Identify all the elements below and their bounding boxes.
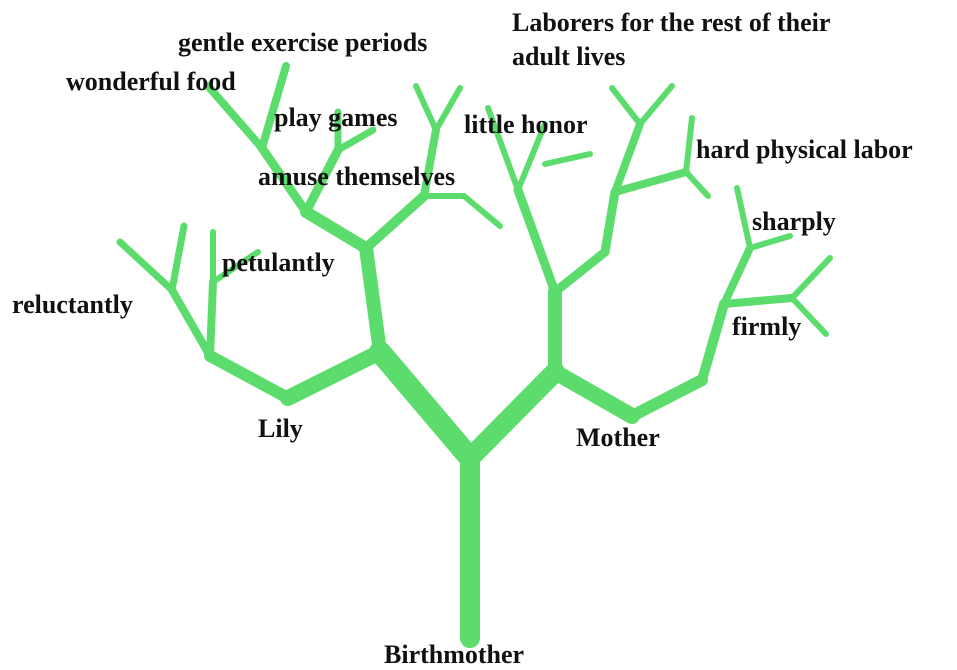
branch-mother-stem [702, 304, 724, 380]
branch-sharply-stem [724, 248, 750, 304]
branch-right-twig-a [416, 86, 436, 130]
branch-laborers-twig-a [612, 88, 640, 124]
label-wonderful-food: wonderful food [66, 67, 236, 97]
label-sharply: sharply [752, 207, 836, 237]
label-lily: Lily [258, 414, 303, 444]
label-play-games: play games [274, 103, 398, 133]
branch-laborers-main [605, 192, 615, 252]
branch-sharply-twig-a [737, 188, 750, 248]
label-little-honor: little honor [464, 110, 588, 140]
branch-amuse-right-stem [366, 196, 424, 248]
branch-honor-twig-c [545, 154, 590, 164]
label-hard-physical-labor: hard physical labor [696, 135, 913, 165]
label-mother: Mother [576, 423, 660, 453]
branch-mother-upper [632, 380, 702, 416]
label-firmly: firmly [732, 312, 801, 342]
branch-right-lower-b [464, 196, 500, 226]
branch-amuse-left-stem [306, 212, 366, 248]
branch-labor-stem [615, 172, 686, 192]
branch-reluctantly-twig-a [120, 242, 172, 290]
branch-reluctantly-stem [172, 290, 210, 356]
branch-laborers-upper [615, 124, 640, 192]
branch-honor-main [518, 190, 555, 292]
branch-labor-twig-a [686, 118, 692, 172]
label-gentle-exercise-periods: gentle exercise periods [178, 28, 427, 58]
label-reluctantly: reluctantly [12, 290, 133, 320]
branch-lily-upper-branch [210, 356, 288, 398]
branch-trunk-right-fork [470, 372, 555, 458]
branch-firmly-twig-a [792, 258, 830, 298]
label-petulantly: petulantly [222, 248, 335, 278]
branch-sharply-twig-b [750, 236, 790, 248]
branch-firmly-stem [724, 298, 792, 304]
branch-laborers-twig-b [640, 86, 672, 124]
branch-right-twig-b [436, 88, 460, 130]
label-birthmother: Birthmother [384, 640, 524, 670]
branch-labor-twig-b [686, 172, 708, 196]
branch-laborers-stem [555, 252, 605, 292]
label-laborers: Laborers for the rest of their adult liv… [512, 6, 842, 74]
branch-petulantly-stem [210, 282, 213, 356]
branch-games-twig-b [338, 130, 373, 150]
branch-center-stem [366, 248, 380, 352]
branch-mother-branch [555, 372, 632, 416]
branch-reluctantly-twig-b [172, 226, 184, 290]
branch-trunk-left-fork [380, 352, 470, 458]
branch-lily-branch [288, 352, 380, 398]
label-amuse-themselves: amuse themselves [258, 162, 455, 192]
